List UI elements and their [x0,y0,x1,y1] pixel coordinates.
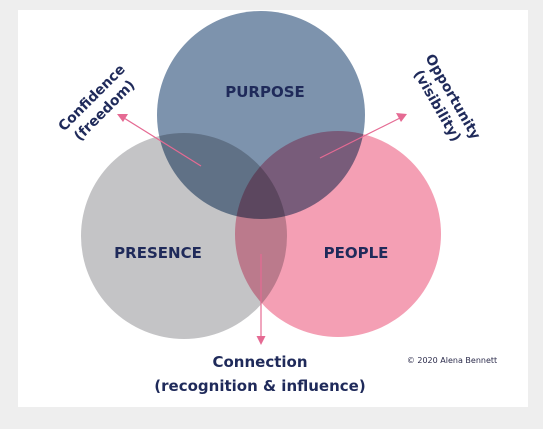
presence-label: PRESENCE [114,244,202,262]
opportunity-arrow [319,117,401,159]
opportunity-label-group: Opportunity (visibility) [410,52,483,145]
copyright-text: © 2020 Alena Bennett [407,356,497,365]
recognition-influence-label: (recognition & influence) [154,377,365,395]
people-circle [235,131,441,337]
presence-circle [81,133,287,339]
diagram-card: PURPOSE PRESENCE PEOPLE Confidence (free… [18,10,528,407]
confidence-arrowhead [117,114,128,122]
people-label: PEOPLE [324,244,389,262]
venn-diagram: PURPOSE PRESENCE PEOPLE Confidence (free… [56,11,497,395]
connection-arrowhead [256,336,266,345]
confidence-label-group: Confidence (freedom) [56,62,139,145]
purpose-label: PURPOSE [225,83,305,101]
connection-label: Connection [212,353,307,371]
opportunity-arrowhead [396,113,407,122]
confidence-arrow [123,117,202,167]
